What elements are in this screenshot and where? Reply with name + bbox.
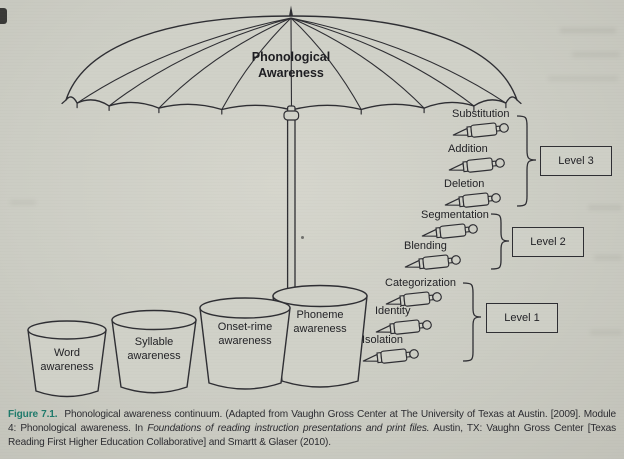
level-3-label: Level 3 [558,155,594,167]
bleed-through-artifact [560,28,616,33]
skill-identity: Identity [375,305,433,338]
skill-label: Isolation [362,334,403,346]
bucket-onset-rime-line2: awareness [218,334,272,347]
bucket-label-phoneme: Phoneme awareness [274,309,366,336]
level-1-label: Level 1 [504,312,540,324]
bleed-through-artifact [572,52,620,57]
caption-text-2: Austin, TX: Vaughn Gross Center [Texas R… [8,423,616,448]
scan-speck [301,236,304,239]
umbrella-ribs [76,17,507,111]
skill-label: Segmentation [421,209,489,221]
umbrella-runner-collar [283,110,300,121]
umbrella-title-line1: Phonological [251,50,331,64]
bleed-through-artifact [10,200,36,205]
skill-substitution: Substitution [452,108,510,141]
dropper-icon [451,117,511,143]
level-2-label: Level 2 [530,236,566,248]
brace-level-3 [516,115,537,207]
caption-text-1: Phonological awareness continuum. (Adapt… [8,409,616,434]
umbrella-title: Phonological Awareness [221,49,361,81]
bucket-word-line2: awareness [40,360,94,373]
level-2-box: Level 2 [512,227,584,257]
umbrella-diagram-art [27,5,537,398]
bleed-through-artifact [590,330,622,335]
skill-label: Addition [448,143,488,155]
bleed-through-artifact [594,255,622,260]
skill-label: Categorization [385,277,456,289]
bucket-onset-rime-line1: Onset-rime [217,321,273,333]
bucket-label-word: Word awareness [27,347,107,374]
skill-deletion: Deletion [444,178,502,211]
bucket-label-syllable: Syllable awareness [112,336,196,363]
level-1-box: Level 1 [486,303,558,333]
bucket-phoneme-line1: Phoneme [296,309,344,321]
skill-segmentation: Segmentation [421,209,489,242]
bucket-label-onset-rime: Onset-rime awareness [200,321,290,348]
skill-blending: Blending [404,240,462,273]
skill-label: Deletion [444,178,485,190]
figure-label: Figure 7.1. [8,409,58,420]
page-edge-mark [0,8,7,24]
bucket-onset-rime [199,297,291,390]
level-3-box: Level 3 [540,146,612,176]
bucket-phoneme-line2: awareness [293,322,347,335]
skill-addition: Addition [448,143,506,176]
caption-text-italic: Foundations of reading instruction prese… [147,423,430,434]
bucket-syllable-line2: awareness [127,349,181,362]
dropper-icon [361,343,421,369]
bucket-word [27,320,107,398]
bucket-word-line1: Word [53,347,81,359]
skill-label: Blending [404,240,447,252]
bleed-through-artifact [588,205,622,210]
umbrella-pole [286,105,296,303]
skill-isolation: Isolation [362,334,420,367]
dropper-icon [447,152,507,178]
bucket-phoneme [272,284,368,388]
figure-caption: Figure 7.1.Phonological awareness contin… [8,408,616,450]
skill-label: Identity [375,305,411,317]
umbrella-title-line2: Awareness [258,66,324,80]
dropper-icon [403,249,463,275]
brace-level-2 [490,213,510,270]
brace-level-1 [462,282,482,362]
bucket-syllable [111,309,197,394]
bucket-syllable-line1: Syllable [134,336,174,348]
umbrella-finial [288,5,294,17]
bleed-through-artifact [548,76,618,81]
skill-categorization: Categorization [385,277,456,310]
skill-label: Substitution [452,108,510,120]
